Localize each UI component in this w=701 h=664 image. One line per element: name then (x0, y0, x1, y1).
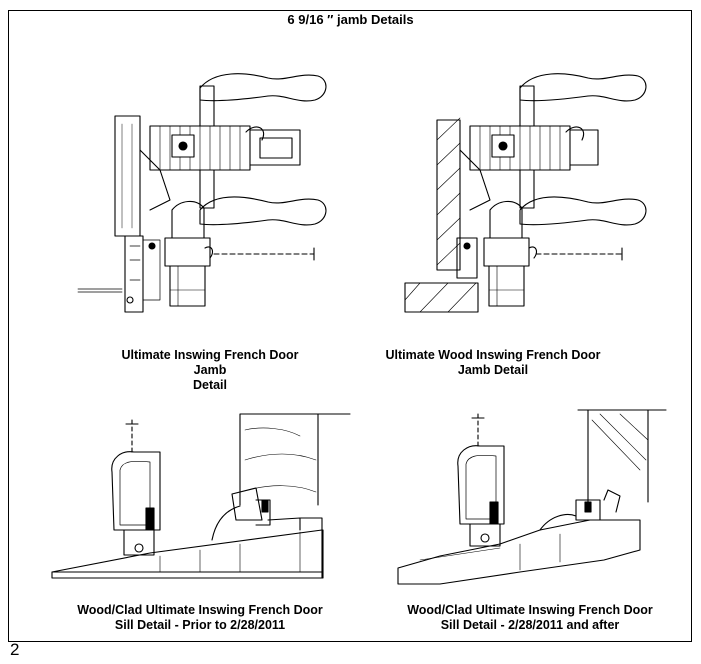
caption-line: Ultimate Inswing French Door Jamb (121, 348, 299, 377)
caption-line: Detail (192, 378, 228, 392)
caption-sill-detail-prior: Wood/Clad Ultimate Inswing French Door S… (40, 603, 360, 633)
jamb-detail-clad-drawing (78, 74, 326, 312)
page-title: 6 9/16 ″ jamb Details (287, 12, 414, 27)
caption-line: Jamb Detail (457, 363, 529, 377)
jamb-detail-wood-drawing (405, 74, 646, 312)
caption-line: Ultimate Wood Inswing French Door (385, 348, 601, 362)
caption-line: Wood/Clad Ultimate Inswing French Door (407, 603, 653, 617)
caption-line: Sill Detail - Prior to 2/28/2011 (114, 618, 286, 632)
caption-jamb-detail-wood: Ultimate Wood Inswing French Door Jamb D… (368, 348, 618, 378)
page-number: 2 (10, 640, 20, 659)
sill-detail-after-drawing (398, 410, 666, 584)
sill-detail-prior-drawing (52, 414, 350, 578)
page-border (8, 10, 692, 642)
caption-line: Sill Detail - 2/28/2011 and after (440, 618, 620, 632)
caption-sill-detail-after: Wood/Clad Ultimate Inswing French Door S… (370, 603, 690, 633)
caption-jamb-detail-clad: Ultimate Inswing French Door Jamb Detail (110, 348, 310, 393)
caption-line: Wood/Clad Ultimate Inswing French Door (77, 603, 323, 617)
